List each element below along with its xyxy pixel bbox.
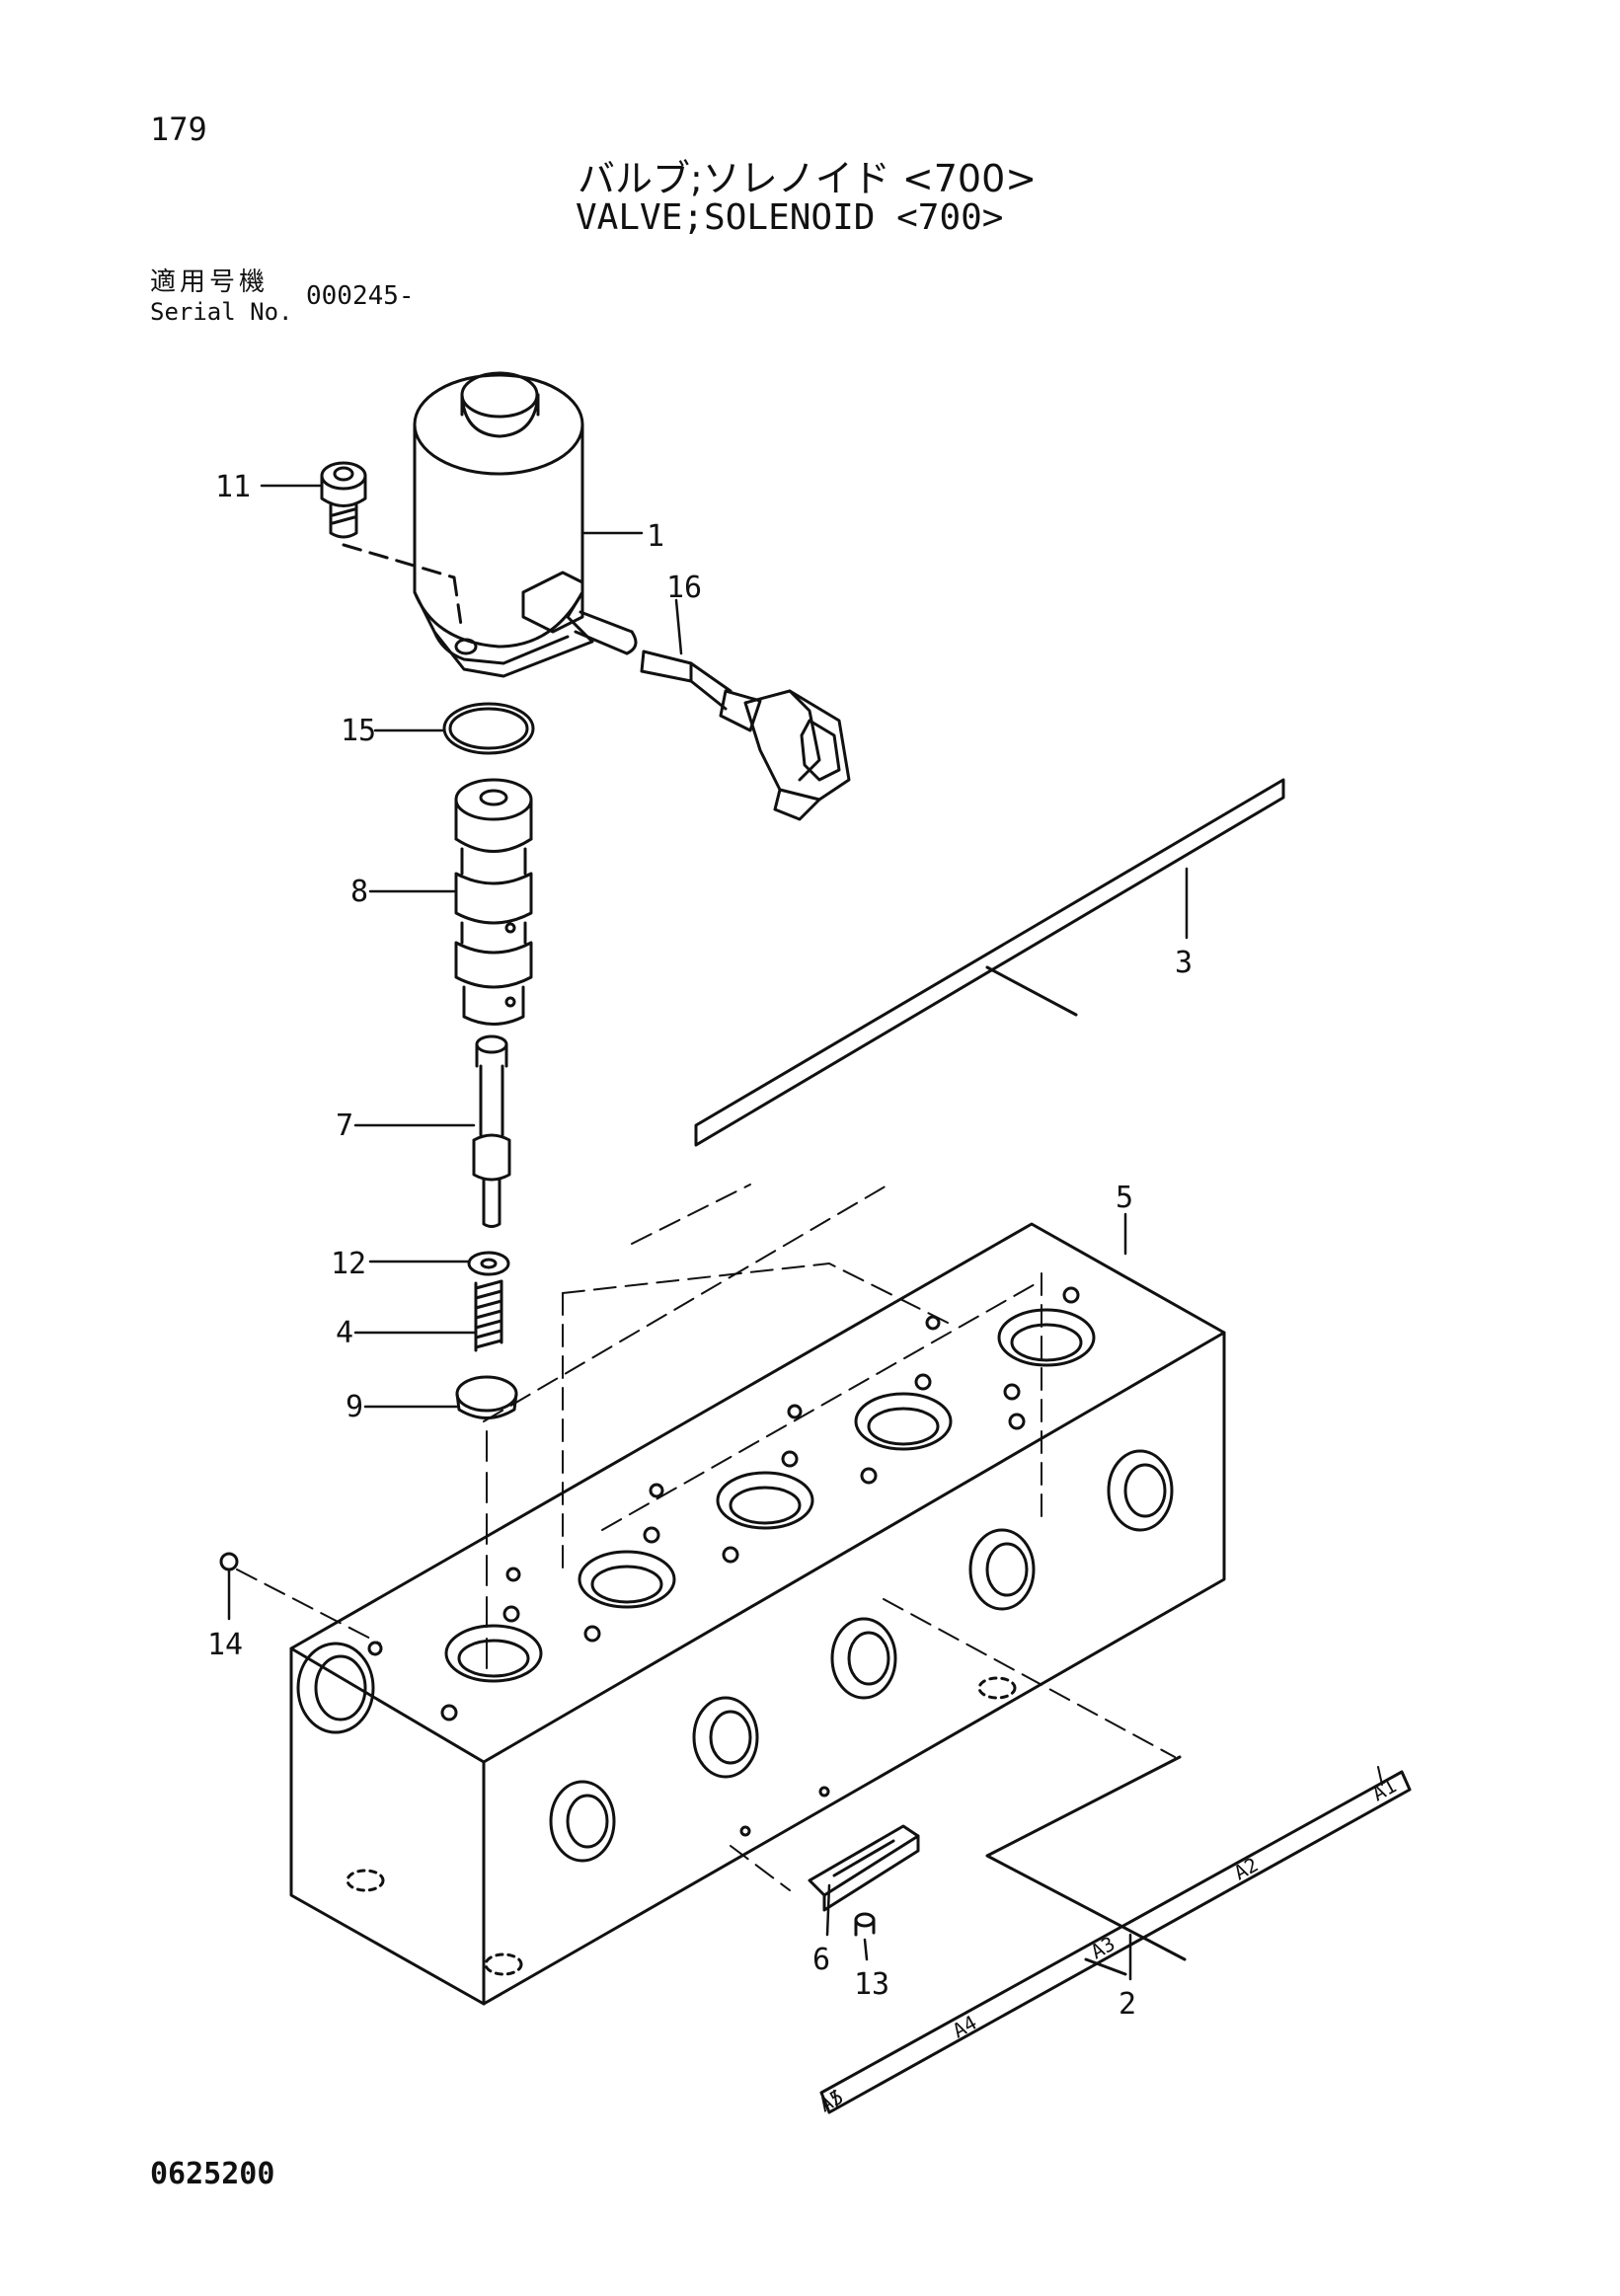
plate-label-a5: A5 bbox=[815, 2085, 848, 2117]
plate-label-a2: A2 bbox=[1230, 1853, 1263, 1885]
callout-7: 7 bbox=[336, 1109, 353, 1143]
plate-label-a1: A1 bbox=[1368, 1774, 1401, 1806]
document-code: 0625200 bbox=[150, 2157, 275, 2191]
washer-hole bbox=[480, 1258, 498, 1269]
callout-1: 1 bbox=[647, 519, 664, 554]
callout-15: 15 bbox=[341, 714, 376, 748]
name-plate-part bbox=[819, 1755, 1412, 2114]
gasket-plate-part bbox=[694, 778, 1285, 1147]
title-japanese: バルブ;ソレノイド <700> bbox=[578, 157, 1038, 200]
bolt-part bbox=[320, 461, 464, 634]
serial-label-japanese: 適用号機 bbox=[150, 268, 270, 297]
steel-ball-part bbox=[219, 1552, 239, 1571]
callout-16: 16 bbox=[666, 571, 702, 605]
o-ring-part bbox=[442, 702, 535, 755]
serial-number-value: 000245- bbox=[306, 281, 415, 311]
callout-14: 14 bbox=[207, 1628, 243, 1662]
callout-5: 5 bbox=[1116, 1181, 1133, 1215]
spring-part bbox=[474, 1279, 503, 1352]
callout-2: 2 bbox=[1119, 1987, 1136, 2022]
title-english: VALVE;SOLENOID <700> bbox=[576, 197, 1004, 238]
callout-6: 6 bbox=[812, 1943, 830, 1977]
valve-block-part bbox=[289, 1222, 1226, 2006]
wire-harness-part bbox=[574, 610, 851, 821]
plate-label-a4: A4 bbox=[949, 2011, 981, 2043]
leader-lines bbox=[227, 484, 1189, 1981]
callout-8: 8 bbox=[350, 875, 368, 909]
page-number: 179 bbox=[150, 111, 207, 148]
serial-label-english: Serial No. bbox=[150, 298, 293, 326]
spool-part bbox=[472, 1034, 511, 1228]
solenoid-coil-part bbox=[413, 371, 594, 678]
callout-4: 4 bbox=[336, 1316, 353, 1350]
o-ring-inner bbox=[448, 707, 529, 750]
callout-3: 3 bbox=[1175, 946, 1193, 980]
valve-sleeve-part bbox=[454, 778, 533, 1026]
plug-part bbox=[455, 1375, 518, 1419]
cover-plate-part bbox=[808, 1824, 920, 1937]
callout-9: 9 bbox=[346, 1390, 363, 1424]
washer-part bbox=[467, 1251, 510, 1276]
callout-13: 13 bbox=[854, 1967, 889, 2002]
construction-lines bbox=[236, 1184, 1176, 1891]
callout-12: 12 bbox=[331, 1247, 366, 1281]
callout-11: 11 bbox=[215, 470, 251, 504]
plate-label-a3: A3 bbox=[1087, 1932, 1119, 1964]
